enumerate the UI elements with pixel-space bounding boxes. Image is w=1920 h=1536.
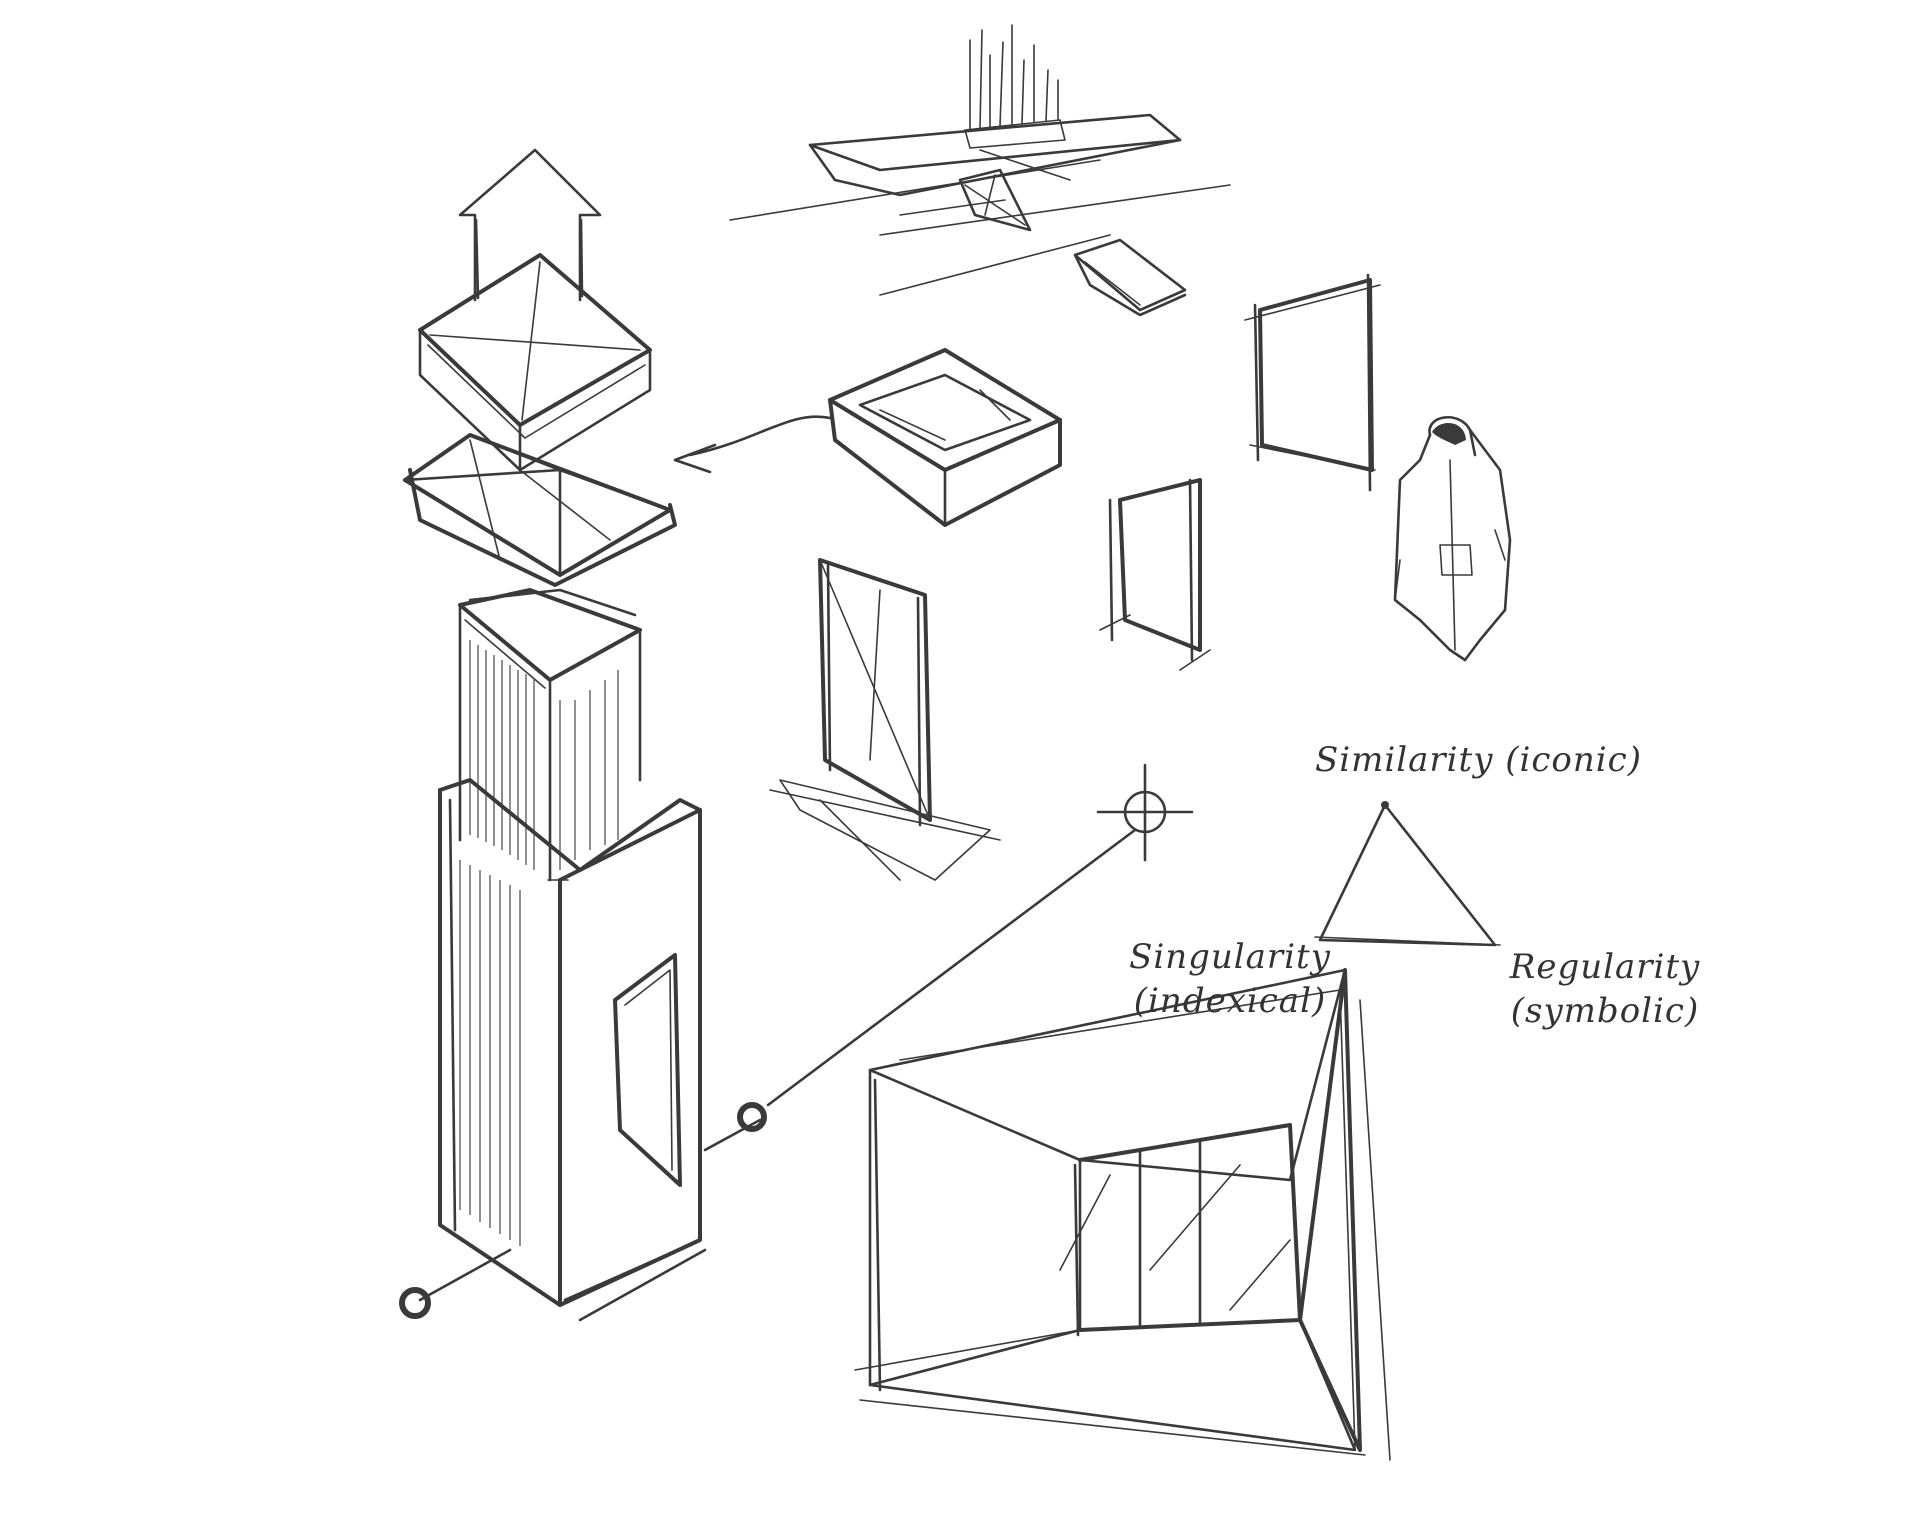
- annotation-similarity: Similarity (iconic): [1315, 740, 1642, 780]
- hooded-jacket-icon: [1393, 415, 1512, 662]
- tower-base-hatching: [459, 860, 521, 1246]
- upright-frame-floor: [769, 558, 1001, 881]
- up-arrow-icon: [458, 148, 602, 302]
- square-ring-box: [828, 348, 1062, 527]
- tower-lid: [418, 253, 652, 472]
- annotation-regularity-line2: (symbolic): [1510, 991, 1700, 1031]
- tower-pyramid-cap: [403, 433, 677, 587]
- annotation-regularity: Regularity (symbolic): [1485, 945, 1725, 1033]
- annotation-singularity: Singularity (indexical): [1105, 935, 1355, 1023]
- tower-base-block: [438, 778, 707, 1322]
- table-with-sticks: [729, 24, 1231, 296]
- tall-standing-frame: [1244, 273, 1381, 492]
- crosshair-icon: [1096, 763, 1194, 862]
- room-installation: [854, 968, 1391, 1461]
- connector-tower-crosshair: [703, 828, 1137, 1152]
- left-node-circle-icon: [399, 1287, 431, 1319]
- triangle-apex-node-icon: [1381, 801, 1389, 809]
- middle-node-circle-icon: [737, 1102, 767, 1132]
- tower-core-hatching-right: [559, 670, 619, 870]
- annotation-regularity-line1: Regularity: [1509, 947, 1701, 987]
- annotation-singularity-line2: (indexical): [1133, 981, 1327, 1021]
- tower-core-hatching: [469, 640, 535, 870]
- ring-to-tower-arrow-icon: [673, 415, 832, 474]
- small-tilted-box: [1073, 238, 1187, 317]
- small-standing-frame: [1099, 478, 1211, 671]
- tower-inner-core: [458, 588, 642, 882]
- connector-base-left: [418, 1248, 512, 1302]
- annotation-singularity-line1: Singularity: [1129, 937, 1331, 977]
- semiotic-triangle: [1314, 803, 1501, 947]
